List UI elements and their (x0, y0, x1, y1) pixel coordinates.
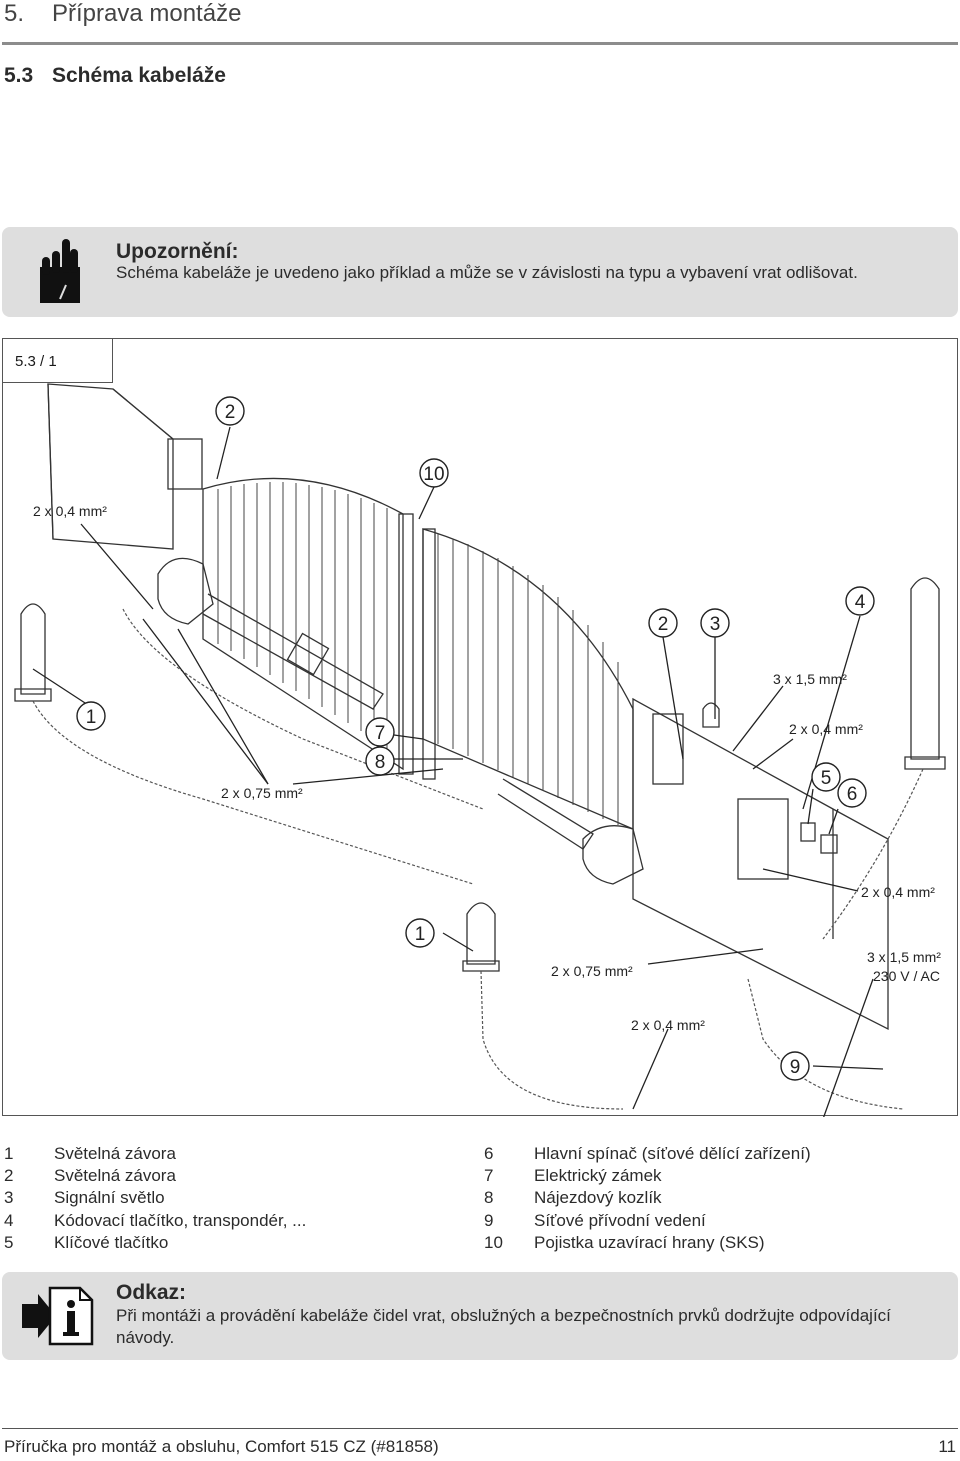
wire-label-3: 3 x 1,5 mm² (773, 671, 847, 687)
warning-light (702, 702, 720, 728)
page-number: 11 (938, 1437, 956, 1456)
wire-label-5: 2 x 0,4 mm² (861, 884, 935, 900)
main-switch (820, 834, 838, 854)
right-operator (497, 778, 644, 885)
svg-text:6: 6 (847, 784, 858, 805)
key-switch (800, 822, 816, 842)
callout-7: 7 (365, 717, 395, 747)
note-heading: Odkaz: (116, 1281, 187, 1304)
footer-title: Příručka pro montáž a obsluhu, Comfort 5… (4, 1437, 439, 1456)
callout-5: 5 (811, 762, 841, 792)
callout-6: 6 (837, 778, 867, 808)
right-gate-leaf (422, 528, 634, 830)
gate-illustration: 1 2 10 7 8 2 3 4 (14, 383, 946, 1117)
section-number: 5.3 (4, 64, 34, 87)
hand-warning-icon (40, 239, 80, 303)
wire-label-4: 2 x 0,4 mm² (789, 721, 863, 737)
callout-9: 9 (780, 1051, 810, 1081)
note-text: Při montáži a provádění kabeláže čidel v… (116, 1306, 891, 1347)
callout-2a: 2 (215, 396, 245, 426)
cable-routes (32, 608, 924, 1110)
svg-text:5: 5 (821, 768, 832, 789)
wiring-diagram: 5.3 / 1 (2, 338, 958, 1117)
footer-rule (2, 1428, 958, 1429)
wire-label-6: 2 x 0,75 mm² (551, 963, 633, 979)
sks-edge-left (398, 513, 414, 775)
wire-label-2: 2 x 0,75 mm² (221, 785, 303, 801)
photocell-column-front (462, 902, 500, 972)
callout-4: 4 (845, 586, 875, 616)
left-wall (47, 383, 174, 550)
left-operator (157, 557, 384, 710)
wire-label-7a: 3 x 1,5 mm² (867, 949, 941, 965)
chapter-heading: 5. Příprava montáže (4, 0, 241, 28)
notice-text: Schéma kabeláže je uvedeno jako příklad … (116, 263, 858, 282)
photocell-column-right (904, 577, 946, 770)
sks-edge-right (422, 528, 436, 780)
photocell-column-left (14, 603, 52, 702)
section-heading: 5.3 Schéma kabeláže (4, 64, 226, 88)
control-box (737, 798, 789, 880)
callout-1b: 1 (405, 918, 435, 948)
section-title: Schéma kabeláže (52, 64, 226, 87)
figure-label: 5.3 / 1 (3, 339, 113, 383)
svg-text:8: 8 (375, 752, 386, 773)
svg-text:3: 3 (710, 614, 721, 635)
right-wall (632, 697, 889, 1031)
notice-heading: Upozornění: (116, 240, 239, 263)
callout-8: 8 (365, 746, 395, 776)
callout-2b: 2 (648, 608, 678, 638)
info-arrow-icon (22, 1286, 94, 1346)
warning-notice: Upozornění: Schéma kabeláže je uvedeno j… (2, 227, 958, 317)
reference-note: Odkaz: Při montáži a provádění kabeláže … (2, 1272, 958, 1360)
svg-text:4: 4 (855, 592, 866, 613)
svg-text:10: 10 (423, 464, 444, 485)
wire-label-8: 2 x 0,4 mm² (631, 1017, 705, 1033)
wire-label-1: 2 x 0,4 mm² (33, 503, 107, 519)
svg-text:2: 2 (225, 402, 236, 423)
chapter-title: Příprava montáže (52, 0, 242, 27)
svg-text:1: 1 (86, 707, 97, 728)
top-rule (2, 42, 958, 45)
callout-1a: 1 (76, 701, 106, 731)
leader-lines (32, 426, 884, 1117)
svg-text:1: 1 (415, 924, 426, 945)
wire-label-7b: 230 V / AC (873, 968, 940, 984)
chapter-number: 5. (4, 0, 25, 27)
photocell-post-right (652, 713, 684, 785)
svg-text:2: 2 (658, 614, 669, 635)
svg-text:7: 7 (375, 723, 386, 744)
callout-3: 3 (700, 608, 730, 638)
svg-text:9: 9 (790, 1057, 801, 1078)
callout-10: 10 (419, 458, 449, 488)
photocell-box (167, 438, 203, 490)
